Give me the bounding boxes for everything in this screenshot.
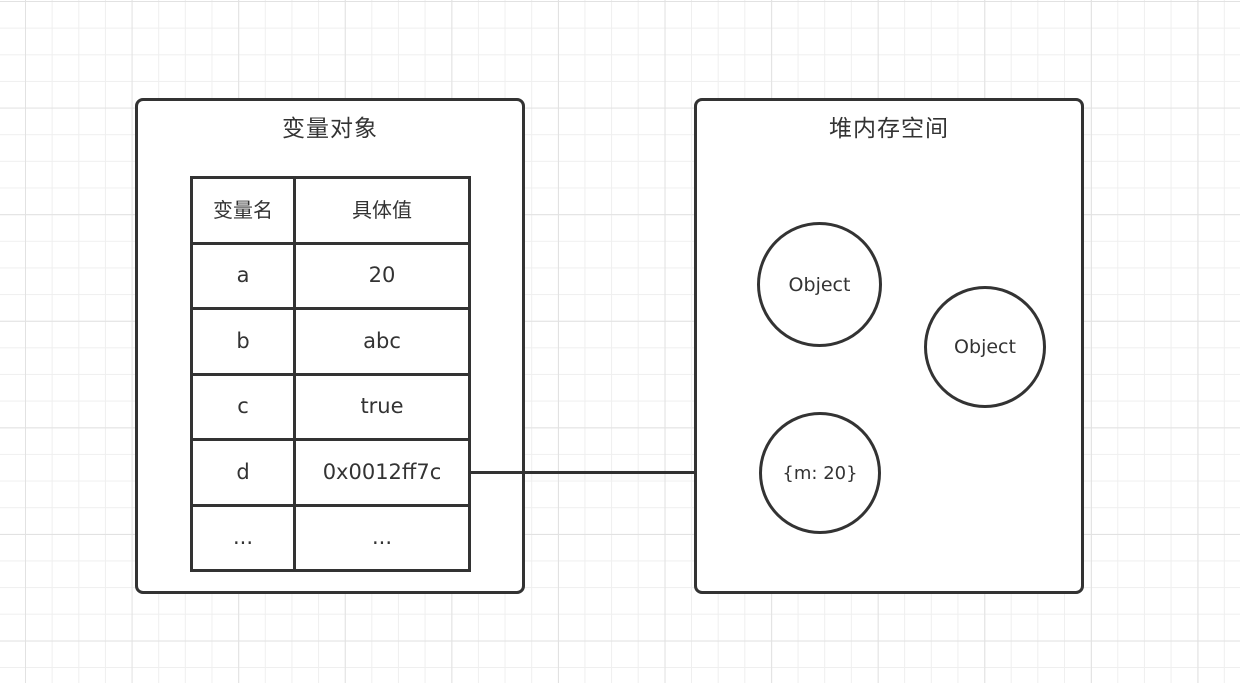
- var-name-more: ...: [193, 506, 293, 569]
- var-value-c: true: [296, 375, 468, 438]
- var-value-a: 20: [296, 244, 468, 307]
- var-value-d: 0x0012ff7c: [296, 441, 468, 504]
- var-name-b: b: [193, 310, 293, 373]
- table-header-name: 变量名: [193, 179, 293, 242]
- var-value-more: ...: [296, 506, 468, 569]
- var-value-b: abc: [296, 310, 468, 373]
- pointer-arrow-line: [469, 471, 728, 474]
- heap-memory-title: 堆内存空间: [829, 116, 949, 142]
- var-name-c: c: [193, 375, 293, 438]
- var-name-a: a: [193, 244, 293, 307]
- variable-table[interactable]: 变量名 具体值 a 20 b abc c true d 0x0012ff7c .…: [190, 176, 471, 572]
- var-name-d: d: [193, 441, 293, 504]
- table-header-value: 具体值: [296, 179, 468, 242]
- heap-object-m20-circle[interactable]: {m: 20}: [759, 412, 881, 534]
- heap-object-m20-label: {m: 20}: [782, 462, 858, 484]
- heap-object-label-2: Object: [954, 336, 1016, 358]
- variable-object-title: 变量对象: [282, 116, 378, 142]
- heap-object-label-1: Object: [788, 273, 851, 296]
- heap-object-circle-2[interactable]: Object: [924, 286, 1046, 408]
- heap-object-circle-1[interactable]: Object: [757, 222, 882, 347]
